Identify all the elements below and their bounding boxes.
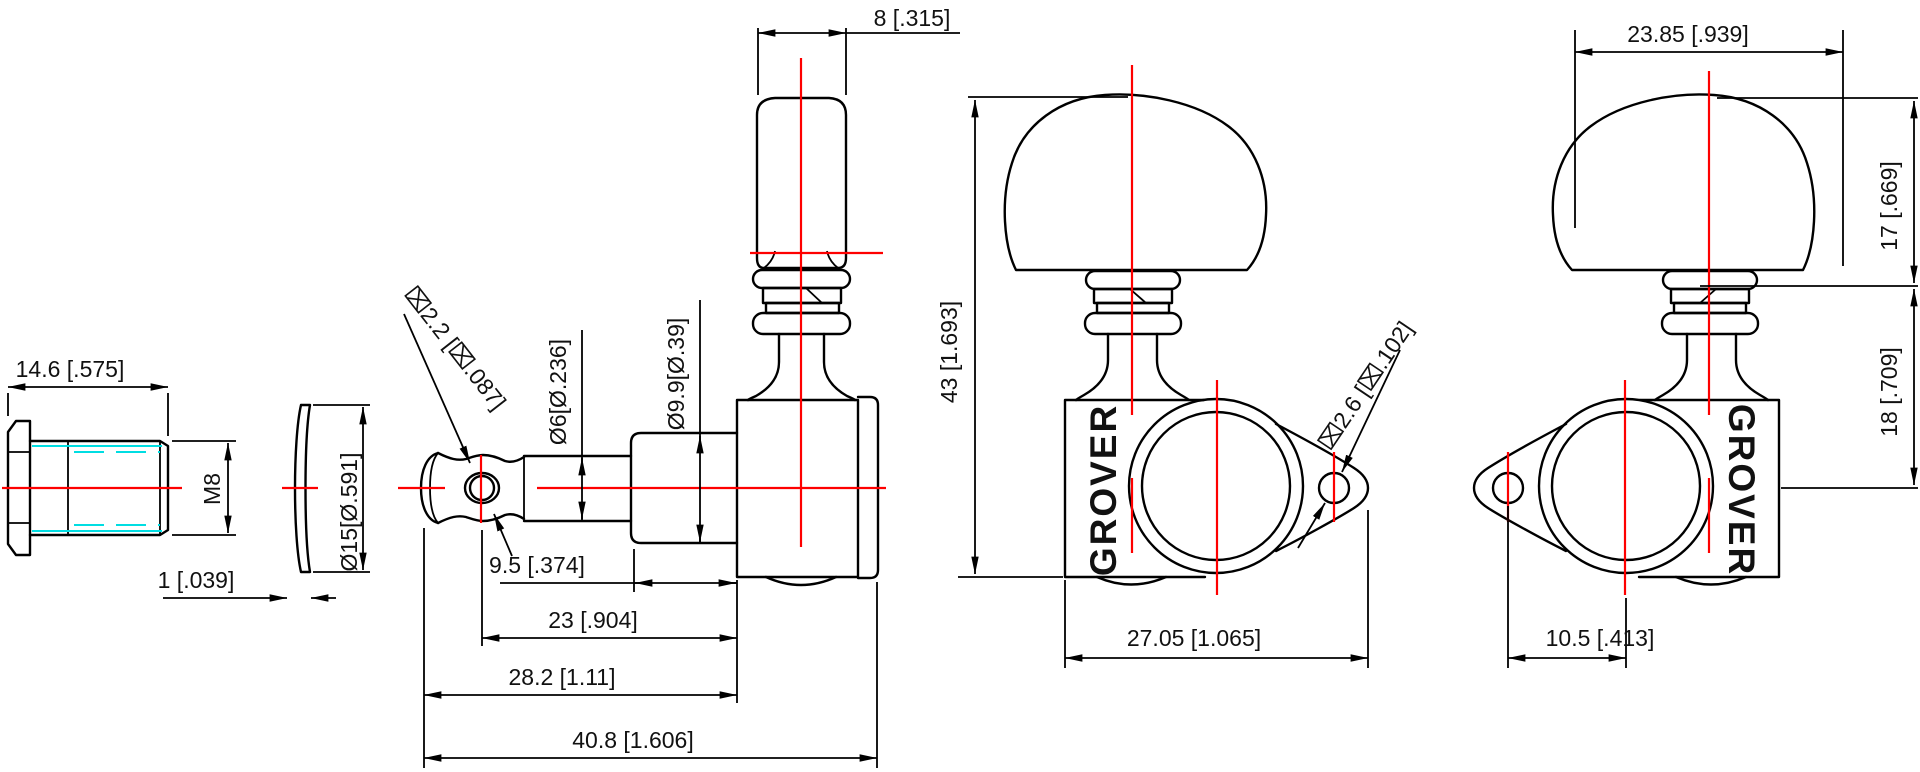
dim-washer-thickness: 1 [.039] xyxy=(158,567,235,593)
dim-collar-length: 9.5 [.374] xyxy=(489,552,585,578)
dim-bushing-length: 14.6 [.575] xyxy=(16,356,125,382)
thread-line-solid xyxy=(32,445,162,532)
brand-text-left-view: GROVER xyxy=(1083,404,1124,576)
button-front-mirrored xyxy=(1551,93,1816,272)
mirrored-worm-arc xyxy=(1674,575,1748,586)
dim-button-height: 17 [.669] xyxy=(1876,161,1902,251)
dim-bushing-thread: M8 xyxy=(199,473,225,505)
thread-line-dashed xyxy=(74,451,160,526)
mirrored-mounting-tab xyxy=(1472,422,1568,553)
dim-housing-width: 27.05 [1.065] xyxy=(1127,625,1261,651)
dim-post-to-housing: 28.2 [1.11] xyxy=(509,664,616,690)
screw-hole-leader-upper xyxy=(1341,349,1401,473)
dim-button-width: 23.85 [.939] xyxy=(1627,21,1749,47)
dim-hole-to-housing: 23 [.904] xyxy=(548,607,638,633)
button-thickness-ext-lines xyxy=(757,28,847,95)
collar-band-thin xyxy=(764,301,841,315)
dim-collar-to-axis: 18 [.709] xyxy=(1876,347,1902,437)
dim-button-thickness: 8 [.315] xyxy=(874,5,951,31)
button-side xyxy=(755,96,848,270)
collar-spline-line xyxy=(805,287,823,304)
dim-string-hole-diameter: ⌧2.2 [⌧.087] xyxy=(399,281,511,414)
thread-ext-lines xyxy=(172,440,236,536)
bushing-view: 14.6 [.575] M8 1 [.039] xyxy=(2,356,336,602)
button-width-ext-lines xyxy=(1574,30,1844,266)
screw-hole-leader-lower xyxy=(1297,502,1326,549)
dim-washer-diameter: Ø15[Ø.591] xyxy=(336,453,362,572)
mirrored-neck-bell xyxy=(1653,332,1770,402)
dim-screw-hole-diameter: ⌧2.6 [⌧.102] xyxy=(1313,317,1418,455)
brand-text-right-view: GROVER xyxy=(1721,404,1762,576)
front-view-mirrored: GROVER 23.85 [.939] 17 [.669] 18 [.709] … xyxy=(1472,21,1918,668)
post-bottom-profile xyxy=(436,513,526,525)
dim-overall-length: 40.8 [1.606] xyxy=(572,727,694,753)
bushing-length-ext-lines xyxy=(7,393,169,436)
washer-view: Ø15[Ø.591] xyxy=(282,403,370,574)
washer-dia-ext-lines xyxy=(313,404,370,573)
bushing-hex-facets xyxy=(8,451,30,524)
dim-overall-height: 43 [1.693] xyxy=(936,301,962,403)
front-view: GROVER 43 [1.693] 27.05 [1.065] ⌧2.6 [⌧.… xyxy=(936,65,1418,668)
string-hole-leader-upper xyxy=(403,313,471,464)
button-front xyxy=(1003,93,1268,272)
front-housing xyxy=(1063,398,1207,579)
housing-width-ext-lines xyxy=(1064,510,1369,668)
dim-screw-hole-offset: 10.5 [.413] xyxy=(1546,625,1655,651)
string-hole-leader-lower xyxy=(493,513,513,557)
shaft xyxy=(522,454,633,523)
height-ext-lines xyxy=(958,96,1128,578)
height-split-ext-lines xyxy=(1700,97,1918,489)
dim-collar-diameter: Ø9.9[Ø.39] xyxy=(663,318,689,431)
front-worm-arc xyxy=(1095,575,1168,586)
dim-shaft-diameter: Ø6[Ø.236] xyxy=(545,339,571,445)
side-view: 8 [.315] ⌧2.2 [⌧.087] Ø6[Ø.236] Ø9.9[Ø.3… xyxy=(398,5,960,768)
mounting-tab xyxy=(1274,422,1370,553)
worm-gear-arc xyxy=(764,575,838,587)
bushing-hex-head xyxy=(6,419,32,557)
button-neck-bell xyxy=(746,332,857,402)
post-top-profile xyxy=(436,451,526,463)
